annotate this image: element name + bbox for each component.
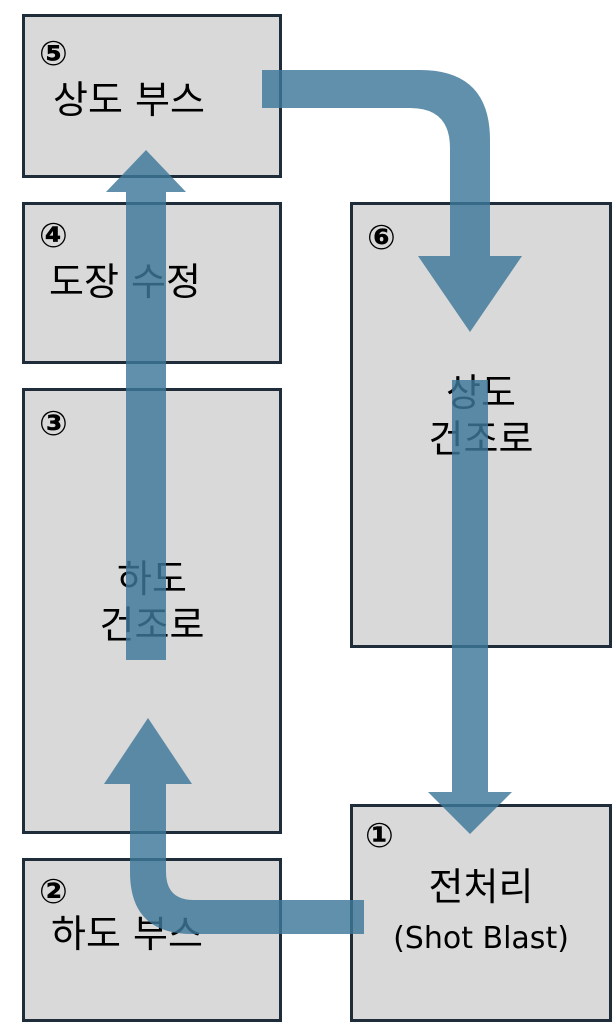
station-6-number: ⑥ xyxy=(367,218,396,258)
station-1-label-line-1: 전처리 xyxy=(428,865,534,909)
station-1-label-group: 전처리 (Shot Blast) xyxy=(353,865,609,957)
station-4-label: 도장 수정 xyxy=(49,260,201,304)
station-2-base-coat-booth: ② 하도 부스 xyxy=(22,858,282,1022)
station-6-label-line-1: 상도 xyxy=(446,371,516,415)
station-3-label-line-1: 하도 xyxy=(117,557,187,601)
station-4-paint-repair: ④ 도장 수정 xyxy=(22,202,282,364)
station-2-label: 하도 부스 xyxy=(51,912,203,956)
station-5-top-coat-booth: ⑤ 상도 부스 xyxy=(22,14,282,178)
station-6-label-line-2: 건조로 xyxy=(428,416,534,461)
station-3-number: ③ xyxy=(39,404,68,444)
station-5-number: ⑤ xyxy=(39,34,68,74)
station-2-number: ② xyxy=(39,872,68,912)
station-6-label-group: 상도 건조로 xyxy=(353,371,609,462)
station-6-top-coat-oven: ⑥ 상도 건조로 xyxy=(350,202,612,648)
station-1-pretreatment: ① 전처리 (Shot Blast) xyxy=(350,804,612,1022)
station-1-label-line-2: (Shot Blast) xyxy=(393,920,569,956)
station-4-number: ④ xyxy=(39,216,68,256)
station-3-label-group: 하도 건조로 xyxy=(25,557,279,648)
station-5-label: 상도 부스 xyxy=(53,78,205,122)
station-1-number: ① xyxy=(365,816,394,856)
station-3-label-line-2: 건조로 xyxy=(99,602,205,647)
station-3-base-coat-oven: ③ 하도 건조로 xyxy=(22,388,282,834)
